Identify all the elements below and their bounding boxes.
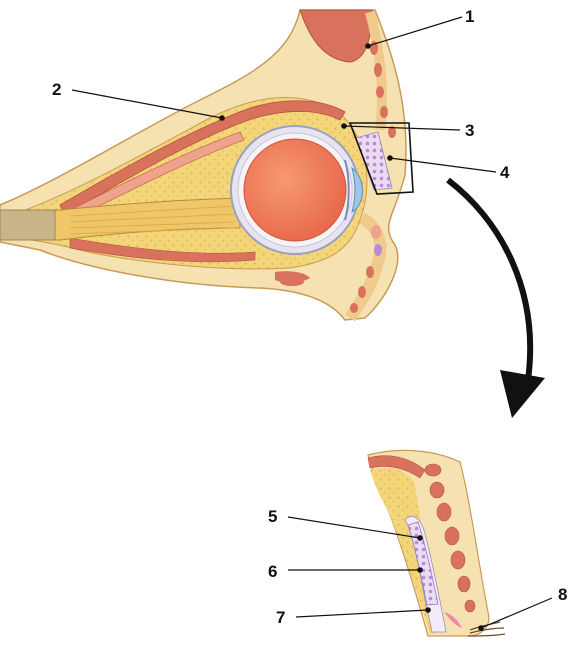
eyelid-detail [368, 450, 505, 636]
orbital-floor-muscle [280, 278, 304, 286]
label-8: 8 [558, 585, 567, 604]
leader-8 [481, 598, 552, 628]
orbit-section [0, 10, 413, 320]
label-5: 5 [268, 507, 277, 526]
magnify-arrow [448, 180, 545, 418]
label-7: 7 [276, 608, 285, 627]
optic-nerve-grey [0, 210, 55, 240]
label-1: 1 [465, 7, 474, 26]
label-6: 6 [268, 562, 277, 581]
leader-7 [296, 610, 428, 617]
label-3: 3 [465, 121, 474, 140]
label-4: 4 [500, 163, 510, 182]
label-2: 2 [52, 80, 61, 99]
